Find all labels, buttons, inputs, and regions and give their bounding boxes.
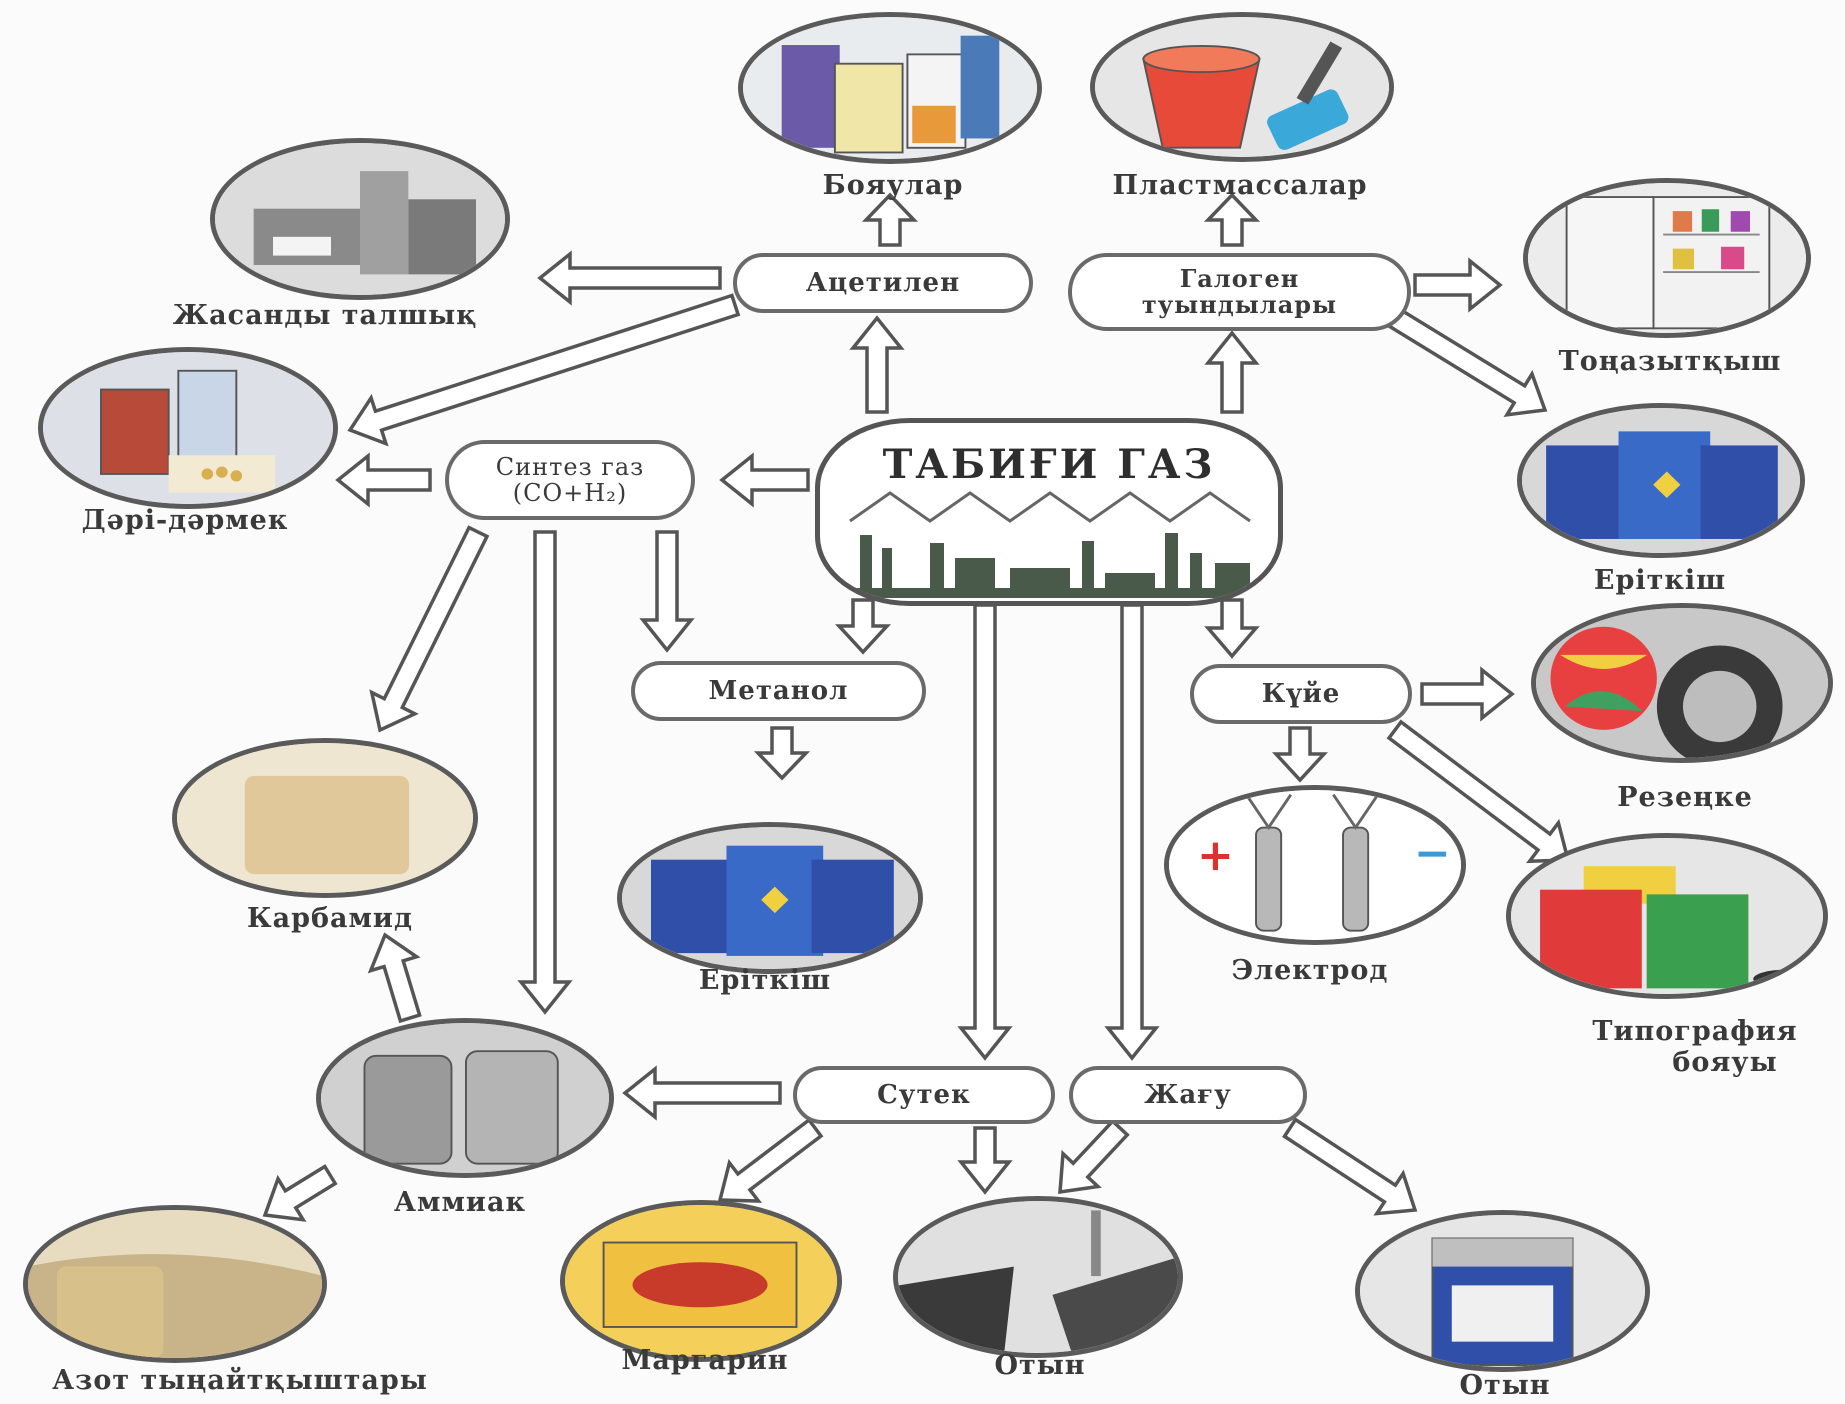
margarine-caption: Маргарин (621, 1345, 789, 1376)
syngas-to-methanol-arrow (639, 530, 695, 653)
hub-to-syngas-arrow (719, 452, 810, 508)
arrows-layer (262, 192, 1571, 1222)
plastics-picture (1090, 12, 1394, 162)
nitrogen-fertilizers-picture (23, 1205, 327, 1363)
halogen-to-solvent-arrow (1387, 307, 1548, 417)
syngas-to-medicine-arrow (335, 452, 432, 508)
hub-to-soot-arrow (1204, 598, 1260, 659)
printing-paint-caption-line2: бояуы (1672, 1047, 1778, 1079)
solvent-right-caption: Еріткіш (1593, 565, 1727, 596)
syngas-label-line1: Синтез газ (495, 452, 645, 481)
hub-to-halogen-arrow (1204, 330, 1260, 414)
printing-paint-caption-line1: Типография (1592, 1016, 1798, 1047)
electrode-picture: + − (1164, 785, 1466, 945)
acetylene-to-fiber-arrow (537, 250, 722, 306)
printing-paint-picture (1506, 833, 1828, 999)
carbamide-caption: Карбамид (247, 903, 413, 934)
hydrogen-label: Сутек (877, 1079, 971, 1110)
ammonia-picture (316, 1018, 614, 1178)
methanol-to-solvent-arrow (753, 726, 811, 781)
refrigerator-picture (1523, 178, 1811, 338)
solvent-center-caption: Еріткіш (698, 965, 832, 996)
soot-label: Күйе (1261, 678, 1341, 709)
hydrogen-to-margarine-arrow (717, 1117, 824, 1203)
hydrogen-to-ammonia-arrow (622, 1065, 782, 1121)
fuel-1-picture (893, 1196, 1183, 1358)
solvent-right-picture (1517, 403, 1805, 558)
halogen-label-line2: туындылары (1141, 290, 1338, 319)
nitrogen-fertilizers-caption: Азот тыңайтқыштары (52, 1365, 428, 1396)
solvent-center-picture (617, 822, 923, 974)
hydrogen-to-fuel-arrow (957, 1126, 1013, 1195)
methanol-label: Метанол (708, 675, 849, 706)
paints-caption: Бояулар (822, 170, 964, 201)
medicine-picture (38, 347, 338, 509)
refrigerator-caption: Тоңазытқыш (1558, 346, 1782, 377)
acetylene-label: Ацетилен (805, 267, 961, 298)
plus-sign-icon: + (1197, 830, 1234, 881)
natural-gas-hub: ТАБИҒИ ГАЗ (815, 418, 1283, 606)
syngas-node: Синтез газ(CO+H₂) (445, 440, 695, 520)
fuel-1-caption: Отын (994, 1350, 1086, 1381)
halogen-label-line1: Галоген (1179, 263, 1300, 293)
factory-skyline-icon (840, 491, 1268, 598)
ammonia-to-carbamide-arrow (367, 932, 422, 1024)
soot-node: Күйе (1190, 664, 1412, 724)
soot-to-electrode-arrow (1272, 726, 1328, 783)
hub-title: ТАБИҒИ ГАЗ (882, 441, 1216, 488)
combustion-to-stove-arrow (1282, 1117, 1418, 1216)
hub-to-methanol-arrow (835, 598, 891, 655)
halogen-to-plastics-arrow (1203, 192, 1261, 247)
fuel-2-caption: Отын (1459, 1370, 1551, 1401)
syngas-to-ammonia-arrow (517, 530, 573, 1015)
hydrogen-node: Сутек (793, 1066, 1055, 1124)
syngas-to-carbamide-arrow (369, 525, 490, 733)
combustion-label: Жағу (1144, 1079, 1232, 1110)
ammonia-to-fertilizers-arrow (262, 1164, 338, 1222)
halogen-to-refrigerator-arrow (1413, 257, 1503, 313)
artificial-fiber-picture (210, 138, 510, 300)
soot-to-rubber-arrow (1420, 666, 1515, 722)
plastics-caption: Пластмассалар (1112, 170, 1368, 201)
artificial-fiber-caption: Жасанды талшық (172, 300, 478, 331)
acetylene-node: Ацетилен (733, 253, 1033, 313)
soot-to-printing-arrow (1386, 719, 1571, 864)
medicine-caption: Дәрі-дәрмек (81, 505, 289, 536)
margarine-picture (560, 1200, 842, 1362)
ammonia-caption: Аммиак (394, 1187, 526, 1218)
carbamide-picture (172, 738, 478, 898)
combustion-to-fuel-arrow (1058, 1118, 1130, 1195)
hub-to-combustion-arrow (1104, 603, 1160, 1061)
rubber-caption: Резеңке (1617, 782, 1753, 813)
hub-to-hydrogen-arrow (957, 603, 1013, 1061)
rubber-picture (1531, 603, 1833, 763)
hub-to-acetylene-arrow (849, 315, 905, 414)
methanol-node: Метанол (631, 661, 926, 721)
minus-sign-icon: − (1414, 828, 1451, 879)
fuel-2-picture (1355, 1210, 1650, 1372)
combustion-node: Жағу (1069, 1066, 1307, 1124)
acetylene-to-medicine-arrow (347, 293, 741, 447)
acetylene-to-paints-arrow (861, 192, 919, 247)
syngas-label-line2: (CO+H₂) (512, 479, 628, 507)
paints-picture (738, 12, 1042, 164)
electrode-caption: Электрод (1231, 955, 1389, 986)
